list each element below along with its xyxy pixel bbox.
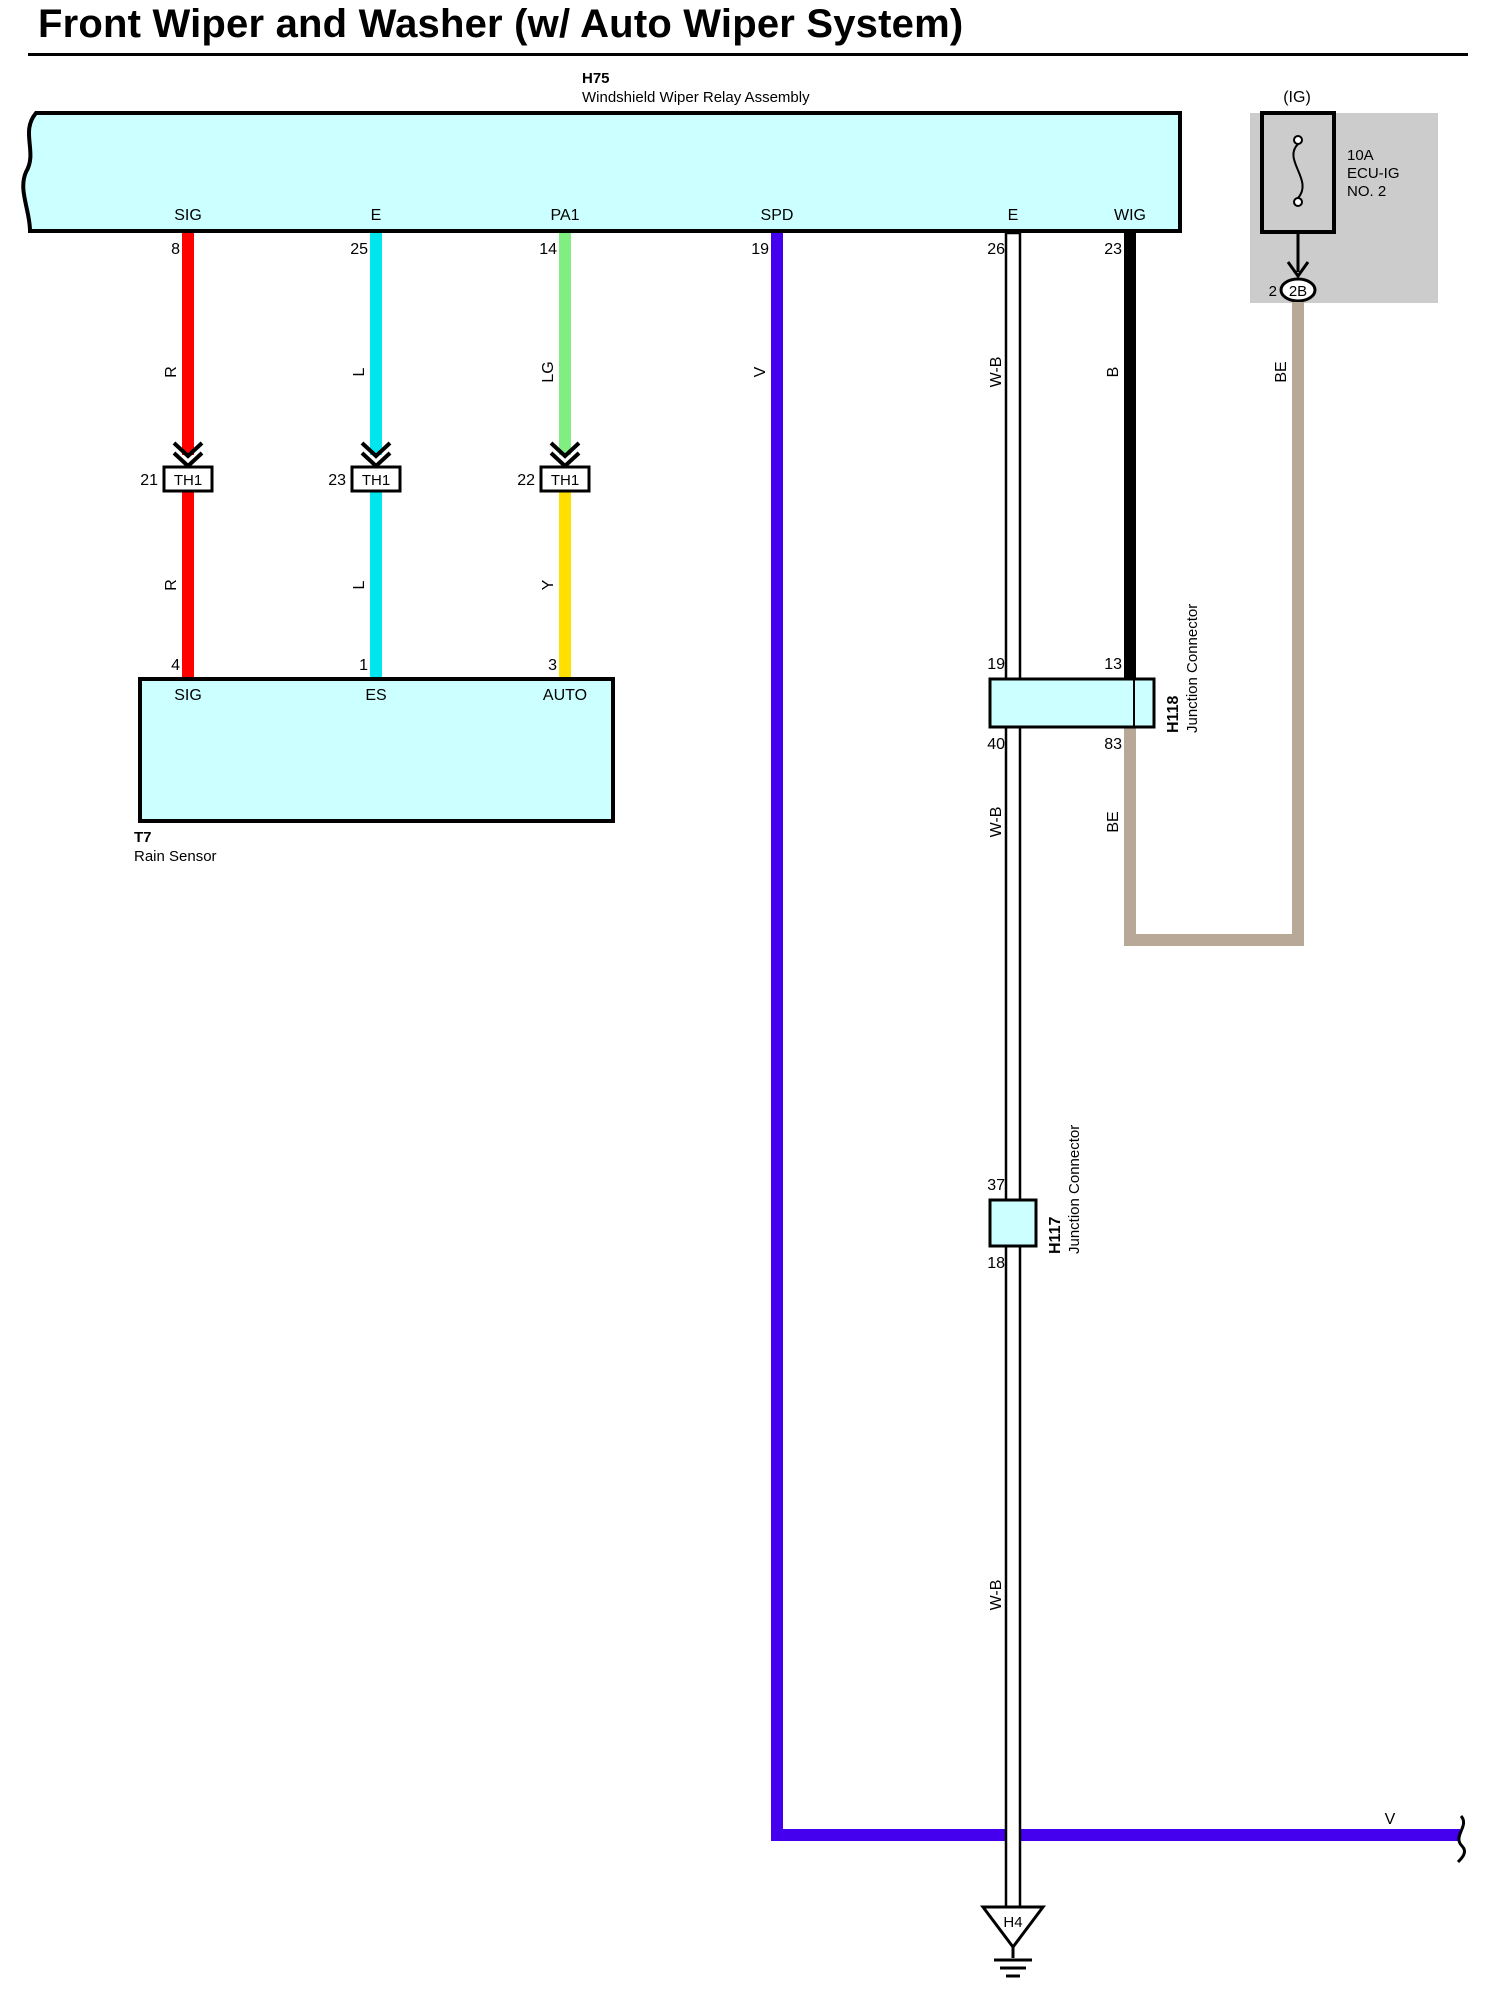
h117-name: Junction Connector [1066,1125,1083,1254]
wire-label-v-bus: V [1385,1811,1396,1828]
relay-pin-25: 25 [350,241,368,258]
h118-name: Junction Connector [1184,604,1201,733]
wire-label-l-lower: L [351,580,368,589]
connector-th1-c[interactable] [539,465,591,493]
wire-v-spd[interactable] [771,233,1460,1841]
sensor-terminal-auto: AUTO [543,687,587,704]
wire-label-lg: LG [540,361,557,382]
h118-pin-83: 83 [1104,736,1122,753]
fuse-box-background [1250,113,1438,303]
h118-pin-19: 19 [987,656,1005,673]
h117-pin-18: 18 [987,1255,1005,1272]
sensor-pin-3: 3 [548,657,557,674]
wire-label-v: V [752,366,769,377]
relay-pin-8: 8 [171,241,180,258]
sensor-pin-1: 1 [359,657,368,674]
th1-arrow-icon [172,441,581,469]
h117-pin-37: 37 [987,1177,1005,1194]
connector-2b-pin: 2 [1269,283,1277,300]
h118-pin-13: 13 [1104,656,1122,673]
fuse-supply-label: (IG) [1283,89,1311,106]
fuse-arrow-icon [1286,261,1310,279]
relay-name: Windshield Wiper Relay Assembly [582,89,810,106]
relay-pin-26: 26 [987,241,1005,258]
relay-pin-23: 23 [1104,241,1122,258]
wire-label-y: Y [540,579,557,590]
relay-terminal-wig: WIG [1114,207,1146,224]
wire-be[interactable] [1124,302,1304,946]
wire-label-b: B [1105,367,1122,378]
fuse-rating: 10A [1347,147,1374,164]
ground-icon [994,1947,1032,1978]
connector-th1-b-code: TH1 [362,472,390,489]
fuse-name-line2: NO. 2 [1347,183,1386,200]
connector-2b[interactable] [1279,277,1317,303]
wire-label-w-b-upper: W-B [988,357,1005,388]
relay-pin-14: 14 [539,241,557,258]
wire-label-w-b-lower: W-B [988,1580,1005,1611]
wire-label-be-junction: BE [1105,811,1122,832]
relay-terminal-e: E [371,207,382,224]
page-title: Front Wiper and Washer (w/ Auto Wiper Sy… [38,2,964,46]
h118-code: H118 [1165,696,1182,733]
wire-label-l-upper: L [351,367,368,376]
relay-pin-19: 19 [751,241,769,258]
h118-pin-40: 40 [987,736,1005,753]
ground-code: H4 [1003,1914,1022,1931]
fuse-icon [1292,135,1304,207]
connector-th1-a-pin: 21 [140,472,158,489]
connector-2b-code: 2B [1289,283,1307,300]
sensor-terminal-es: ES [365,687,386,704]
sensor-code: T7 [134,829,152,846]
connector-th1-c-code: TH1 [551,472,579,489]
sensor-name: Rain Sensor [134,848,217,865]
connector-th1-a[interactable] [162,465,214,493]
connector-th1-c-pin: 22 [517,472,535,489]
wire-v-bus-end-icon [1456,1814,1466,1864]
relay-code: H75 [582,70,610,87]
sensor-pin-4: 4 [171,657,180,674]
h117-code: H117 [1047,1217,1064,1254]
junction-connector-h118[interactable] [988,677,1156,729]
title-rule [28,53,1468,56]
relay-terminal-sig: SIG [174,207,202,224]
sensor-terminal-sig: SIG [174,687,202,704]
relay-terminal-pa1: PA1 [550,207,579,224]
wire-label-r-upper: R [163,366,180,378]
relay-assembly-box[interactable] [21,111,1182,233]
connector-th1-b[interactable] [350,465,402,493]
wire-label-r-lower: R [163,579,180,591]
connector-th1-a-code: TH1 [174,472,202,489]
relay-terminal-e2: E [1008,207,1019,224]
connector-th1-b-pin: 23 [328,472,346,489]
wire-w-b[interactable] [1004,231,1022,1909]
fuse-name-line1: ECU-IG [1347,165,1400,182]
wire-label-w-b-middle: W-B [988,807,1005,838]
relay-terminal-spd: SPD [761,207,794,224]
junction-connector-h117[interactable] [988,1198,1038,1248]
ground-triangle-icon[interactable] [980,1905,1046,1950]
rain-sensor-box[interactable] [138,677,615,823]
wire-label-be-fuse: BE [1273,361,1290,382]
